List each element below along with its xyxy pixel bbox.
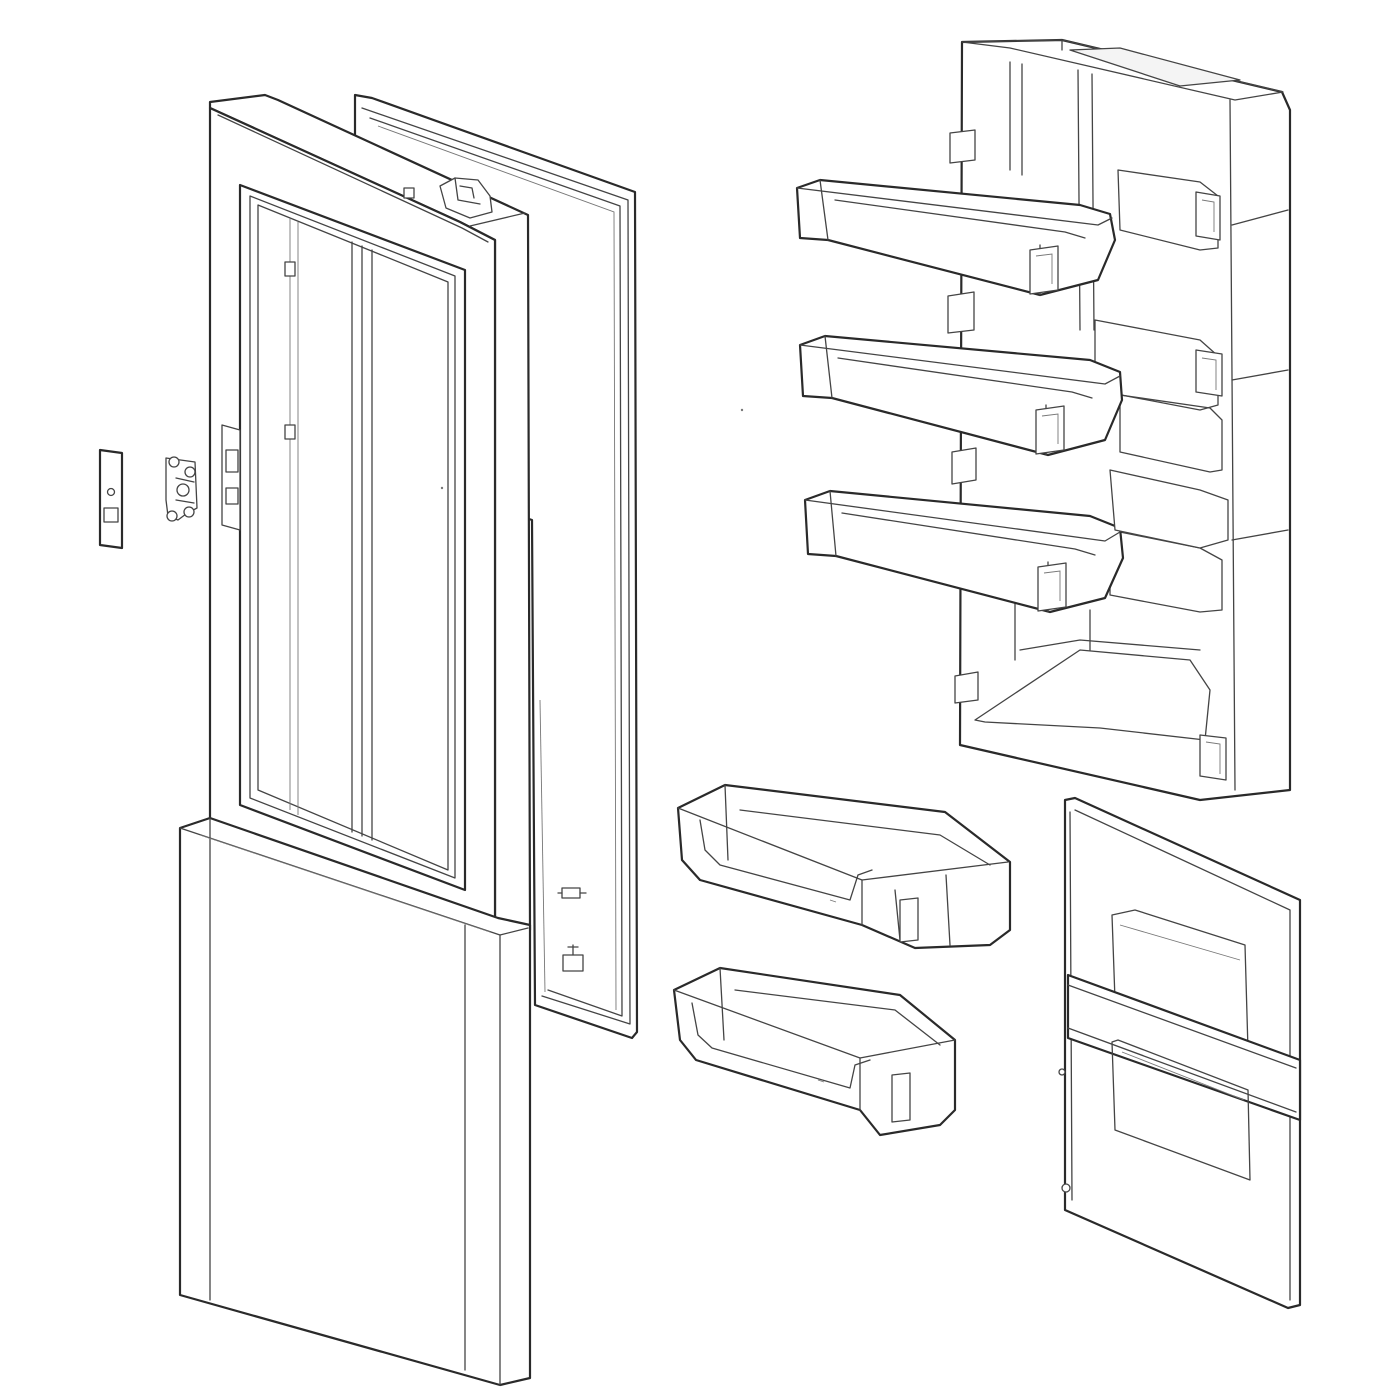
glass-clip-upper [284, 261, 296, 277]
upper-door-bin-2 [798, 334, 1124, 457]
upper-door-bin-1 [795, 178, 1117, 297]
door-latch-housing [221, 424, 241, 531]
glass-clip-lower [284, 424, 296, 440]
door-stop-tab [403, 187, 415, 199]
small-door-bin [672, 966, 957, 1137]
liner-clip-1 [1195, 191, 1221, 241]
door-outer-panel [178, 93, 532, 1387]
upper-door-bin-3 [803, 489, 1125, 614]
hinge-bracket [165, 456, 198, 522]
gasket-clip-upper [561, 887, 581, 899]
hinge-cover-screw-icon [106, 487, 116, 497]
top-hinge-block [439, 177, 493, 219]
liner-clip-2 [1195, 349, 1223, 397]
gasket-clip-lower [562, 954, 584, 972]
hinge-cover [98, 448, 124, 550]
liner-clip-3 [1199, 734, 1227, 781]
door-in-door-panel [1058, 796, 1302, 1310]
large-door-bin [676, 783, 1012, 950]
liner-side-bin [1109, 469, 1229, 549]
